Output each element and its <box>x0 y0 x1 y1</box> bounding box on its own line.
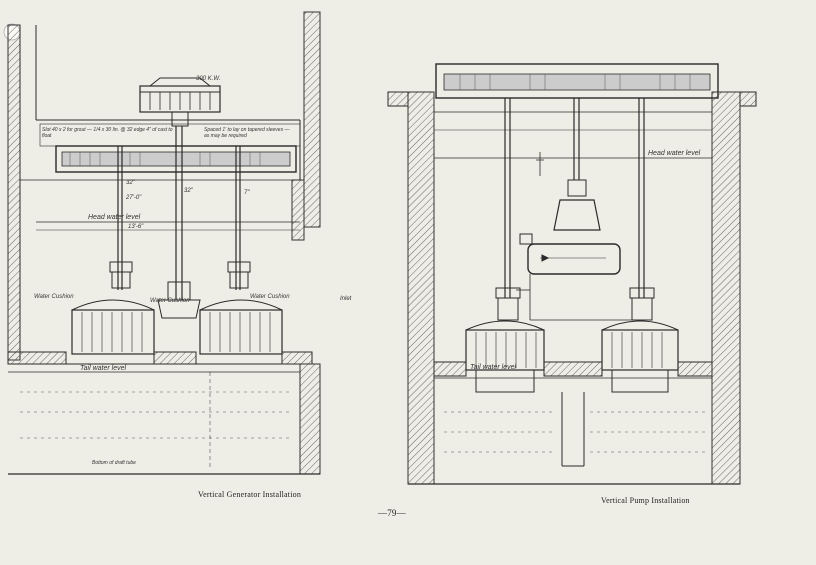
left-wall-step <box>291 179 305 241</box>
left-water-cushion-label-1: Water Cushion <box>34 294 74 300</box>
left-dimension-2: 13'-6" <box>128 224 144 230</box>
left-dimension-4: 32" <box>126 180 135 186</box>
page-number: —79— <box>378 508 406 518</box>
left-top-rating-label: 300 K.W. <box>196 76 221 82</box>
left-wall-right <box>303 11 321 228</box>
left-dimension-5: 7" <box>244 190 250 196</box>
left-tail-water-level-label: Tail water level <box>80 365 127 372</box>
right-gear-beam <box>435 63 719 99</box>
right-wall-right <box>711 91 741 485</box>
left-turbine-2 <box>199 309 283 355</box>
right-diagram <box>387 63 757 485</box>
left-inlet-label: Inlet <box>340 296 352 302</box>
left-turbine-1 <box>71 309 155 355</box>
right-turbine-1 <box>465 329 545 371</box>
left-figure-caption: Vertical Generator Installation <box>198 490 302 499</box>
left-note-slot: Slot 40 x 2 for grout — 1/4 x 30 lin. @ … <box>42 127 173 139</box>
right-tail-water-level-label: Tail water level <box>470 364 517 371</box>
left-note-sleeves: Spaced 1' to lay on tapered sleeves — as… <box>204 127 290 139</box>
right-head-water-level-label: Head water level <box>648 150 701 157</box>
left-water-cushion-label-2: Water Cushion <box>150 298 190 304</box>
left-dimension-3: 32" <box>184 188 193 194</box>
left-dimension-1: 27'-0" <box>126 195 142 201</box>
right-figure-caption: Vertical Pump Installation <box>601 496 690 505</box>
left-head-water-level-label: Head water level <box>88 214 141 221</box>
right-turbine-2 <box>601 329 679 371</box>
right-wall-left <box>407 91 435 485</box>
left-bottom-note: Bottom of draft tube <box>92 460 136 466</box>
left-wall-left <box>7 24 21 361</box>
left-diagram <box>7 11 321 475</box>
pump-casing <box>527 243 621 275</box>
left-water-cushion-label-3: Water Cushion <box>250 294 290 300</box>
